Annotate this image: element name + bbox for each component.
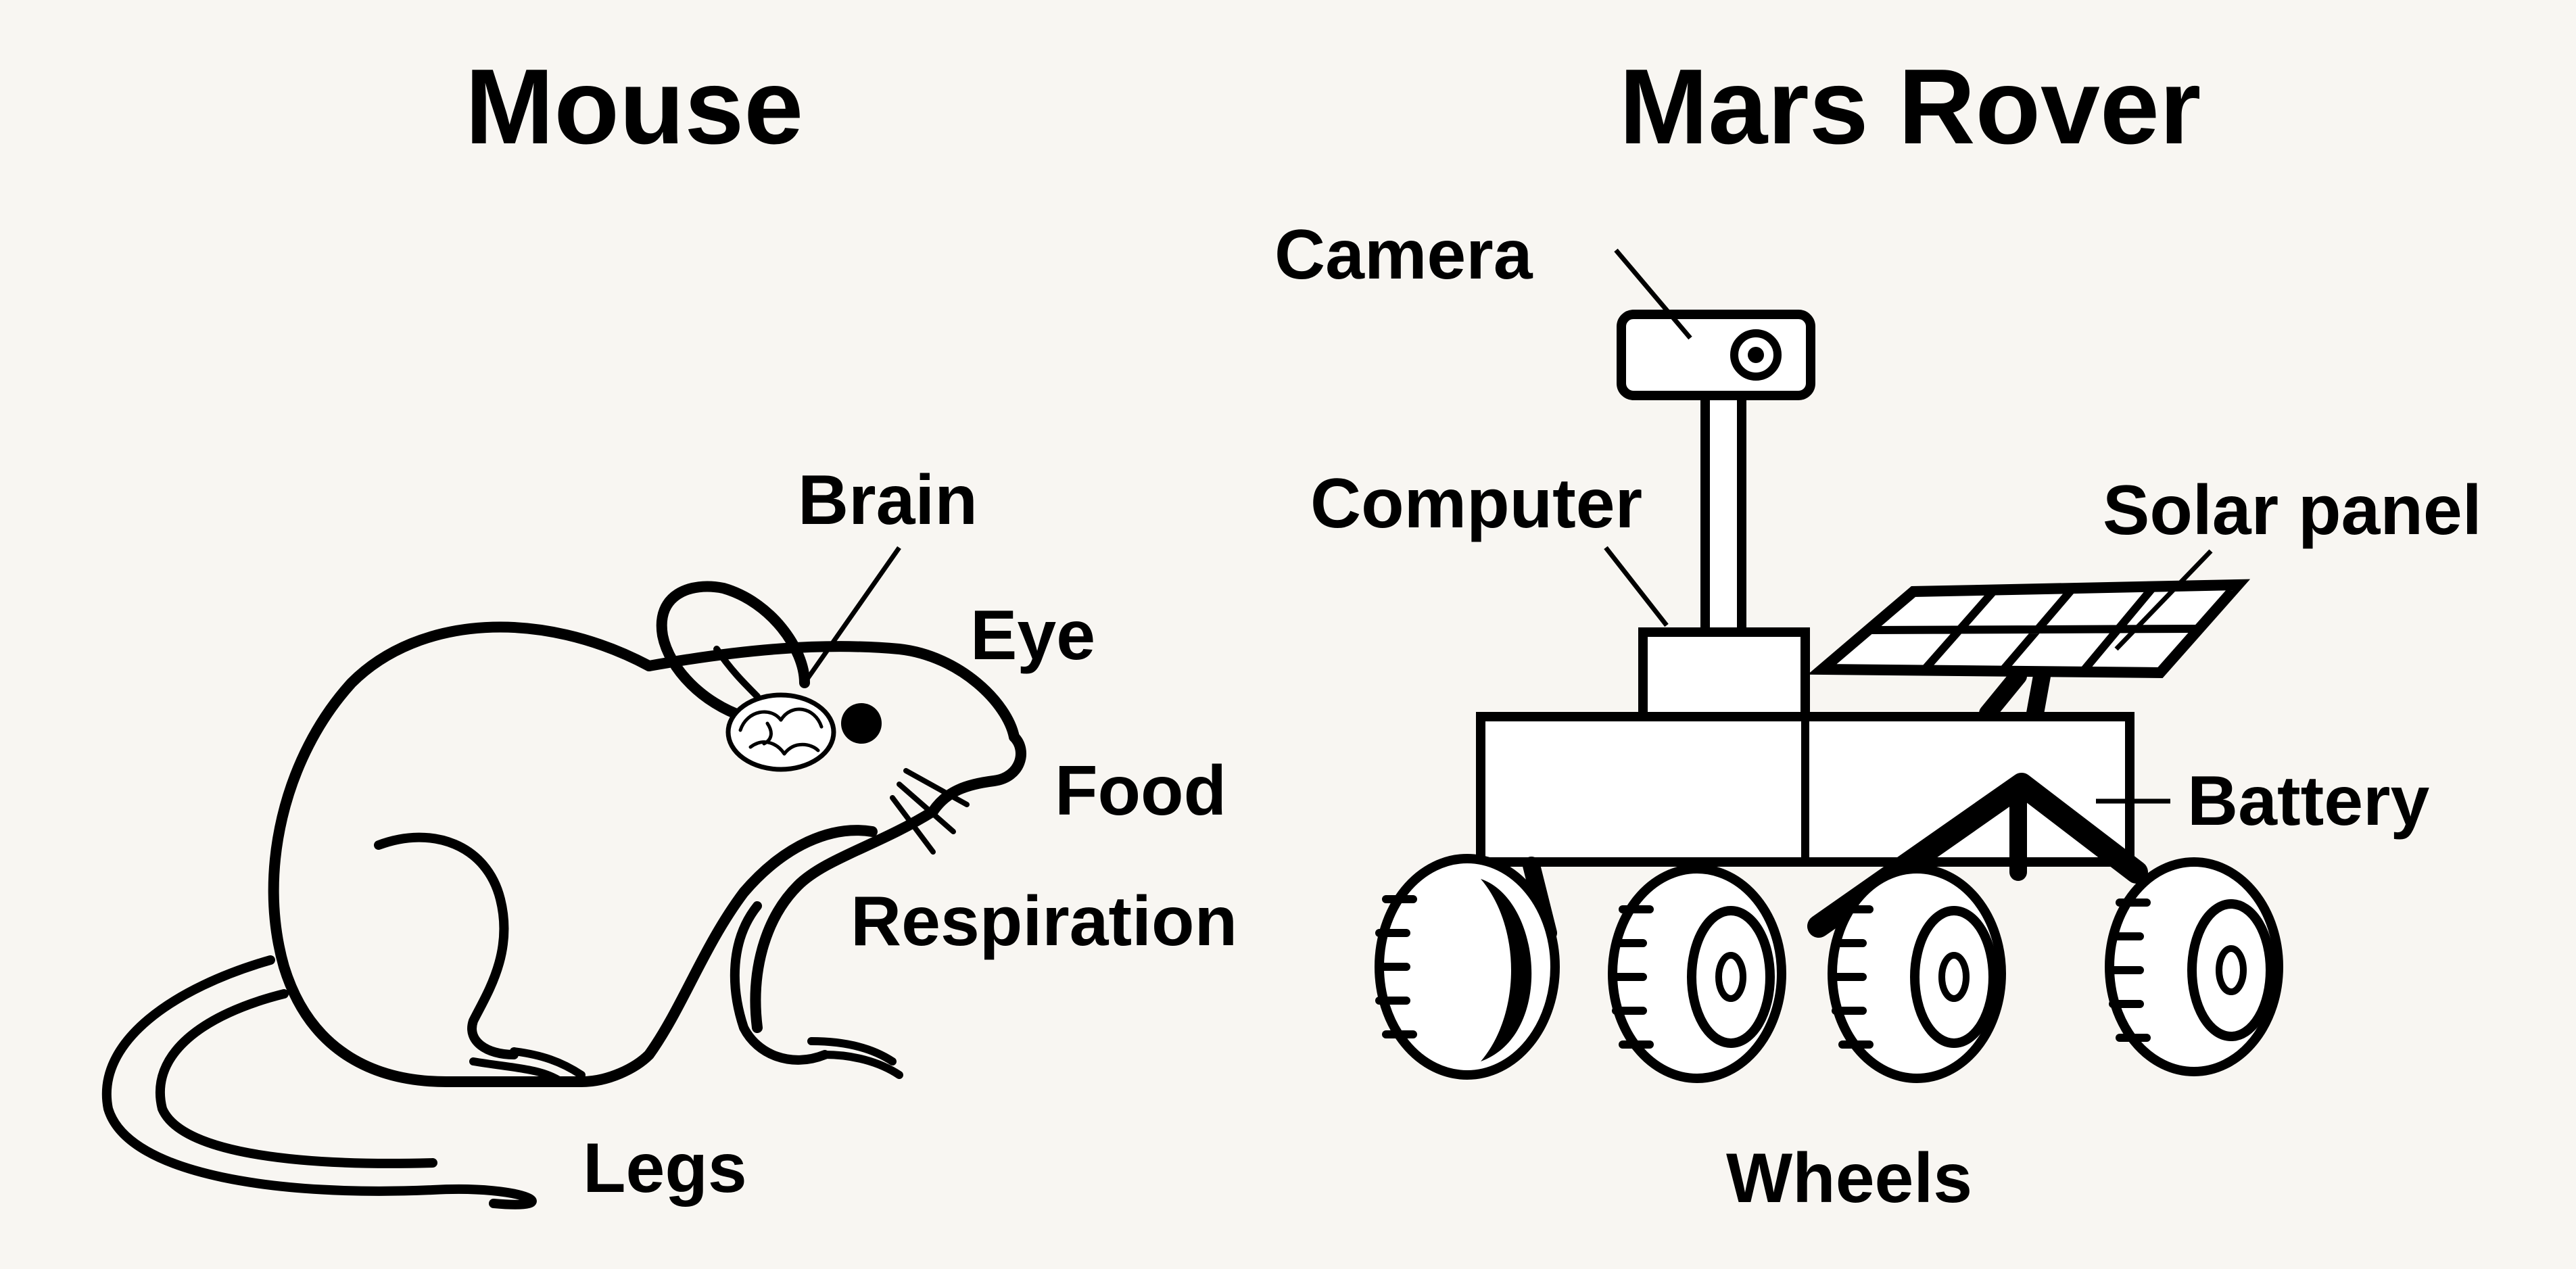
mouse-front-leg xyxy=(730,901,830,1065)
rover-wheel-4 xyxy=(2105,857,2283,1076)
label-solar-panel: Solar panel xyxy=(2103,471,2482,550)
label-wheels: Wheels xyxy=(1726,1139,1972,1218)
mouse-drawing xyxy=(102,581,1026,1210)
rover-camera-head xyxy=(1617,310,1815,400)
rover-computer-box xyxy=(1638,627,1810,721)
mouse-tail-inner xyxy=(155,989,437,1168)
mouse-hind-foot xyxy=(469,1047,586,1086)
camera-leader-line xyxy=(1614,248,1692,340)
mouse-whiskers xyxy=(890,768,970,855)
rover-wheel-3 xyxy=(1828,864,2006,1083)
rover-drawing xyxy=(1375,310,2283,1083)
brain-leader-line xyxy=(803,546,901,685)
title-mars-rover: Mars Rover xyxy=(1619,47,2201,166)
mouse-chest xyxy=(750,806,938,1033)
mouse-ear xyxy=(656,581,810,722)
rover-wheel-1 xyxy=(1375,854,1560,1080)
rover-wheel-2 xyxy=(1608,864,1786,1083)
mouse-front-foot xyxy=(807,1037,903,1079)
mouse-body xyxy=(268,621,878,1087)
title-mouse: Mouse xyxy=(465,47,803,166)
mouse-ear-inner xyxy=(713,646,761,700)
brain-icon xyxy=(725,692,836,772)
label-camera: Camera xyxy=(1274,216,1533,294)
label-legs: Legs xyxy=(583,1129,747,1207)
rover-mast xyxy=(1700,391,1746,644)
label-battery: Battery xyxy=(2187,762,2430,840)
mouse-head-top xyxy=(644,641,1020,742)
label-food: Food xyxy=(1055,752,1226,830)
mouse-snout xyxy=(928,732,1026,817)
mouse-eye xyxy=(841,703,882,744)
label-brain: Brain xyxy=(798,461,978,540)
mouse-hind-leg xyxy=(374,832,519,1059)
solar-panel-leader-line xyxy=(2114,549,2213,651)
label-respiration: Respiration xyxy=(851,882,1237,961)
rover-solar-panel xyxy=(1807,579,2251,679)
rover-panel-support xyxy=(1979,667,2051,722)
mouse-tail xyxy=(102,955,537,1210)
label-eye: Eye xyxy=(970,596,1095,675)
computer-leader-line xyxy=(1604,546,1669,627)
label-computer: Computer xyxy=(1310,464,1642,543)
